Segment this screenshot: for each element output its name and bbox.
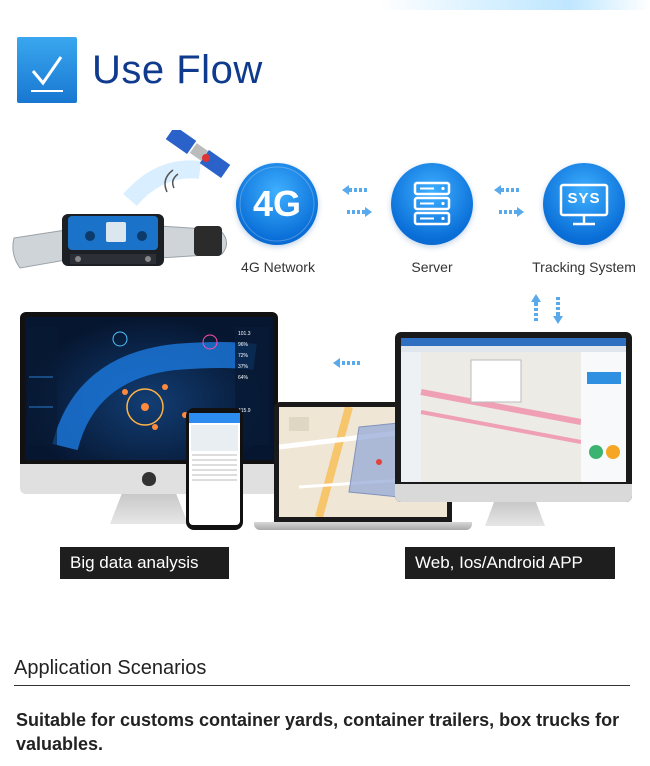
top-accent [380, 0, 650, 10]
flow-label-tracking: Tracking System [532, 259, 636, 275]
web-tracking-screen [401, 338, 626, 482]
monitor-sys-icon: SYS [543, 163, 625, 245]
caption-big-data: Big data analysis [60, 547, 229, 579]
tracker-device-image [10, 130, 235, 280]
readout-5: 64% [238, 375, 249, 381]
readout-4: 37% [238, 364, 249, 370]
flow-label-server: Server [411, 259, 453, 275]
scenario-description: Suitable for customs container yards, co… [16, 710, 620, 754]
satellite-icon [165, 130, 231, 179]
caption-app: Web, Ios/Android APP [405, 547, 615, 579]
phone-image [186, 408, 243, 530]
server-icon [391, 163, 473, 245]
vertical-double-arrow-icon [528, 292, 568, 326]
section-divider [14, 685, 630, 686]
flow-label-4g: 4G Network [241, 259, 315, 275]
4g-icon-text: 4G [252, 183, 302, 224]
readout-2: 96% [238, 342, 249, 348]
page-title: Use Flow [92, 48, 263, 92]
readout-1: 101.3 [238, 331, 251, 337]
laptop-base [254, 522, 472, 530]
apple-logo-icon [142, 472, 156, 486]
4g-icon: 4G [236, 163, 318, 245]
left-arrow-icon [332, 357, 362, 369]
big-data-monitor: 101.3 96% 72% 37% 64% 415.9 [20, 312, 278, 494]
monitor-stand [485, 502, 545, 526]
double-arrow-icon [340, 184, 374, 220]
double-arrow-icon [492, 184, 526, 220]
web-monitor [395, 332, 632, 502]
readout-3: 72% [238, 353, 249, 359]
sys-icon-text: SYS [567, 190, 601, 207]
section-title: Application Scenarios [14, 657, 207, 679]
monitor-stand [110, 494, 188, 524]
readout-6: 415.9 [238, 408, 251, 414]
checkmark-icon [17, 37, 77, 103]
